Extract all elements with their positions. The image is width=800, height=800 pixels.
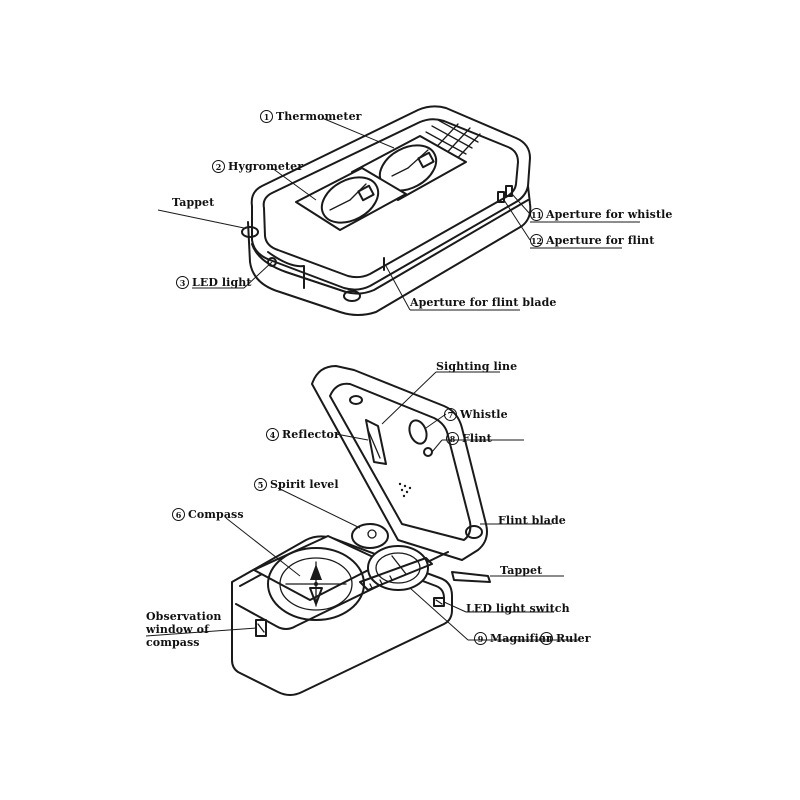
label-text: Spirit level xyxy=(270,478,339,491)
label-text: Tappet xyxy=(172,196,215,209)
tappet-knob xyxy=(241,226,259,238)
callout-number: 9 xyxy=(474,632,487,645)
tappet-lever xyxy=(451,571,491,583)
label-flint: 8 Flint xyxy=(446,432,492,445)
label-text: Thermometer xyxy=(276,110,362,123)
label-text: LED light switch xyxy=(466,602,570,615)
callout-number: 4 xyxy=(266,428,279,441)
ruler-part xyxy=(359,557,433,591)
label-text-line2: window of compass xyxy=(146,623,209,649)
label-text: Aperture for flint blade xyxy=(410,296,557,309)
label-magnifier: 9 Magnifier xyxy=(474,632,552,645)
label-aperture-flint-blade: Aperture for flint blade xyxy=(410,296,557,309)
callout-number: 12 xyxy=(530,234,543,247)
label-text: Sighting line xyxy=(436,360,518,373)
callout-number: 2 xyxy=(212,160,225,173)
callout-number: 10 xyxy=(540,632,553,645)
sighting-line-mark xyxy=(367,429,381,459)
label-spirit-level: 5 Spirit level xyxy=(254,478,339,491)
label-reflector: 4 Reflector xyxy=(266,428,340,441)
whistle-aperture xyxy=(505,185,513,197)
base-box-bottom-edge xyxy=(235,551,449,630)
label-tappet-bottom: Tappet xyxy=(500,564,542,577)
label-text: Tappet xyxy=(500,564,543,577)
top-leader-lines xyxy=(157,117,640,311)
callout-number: 6 xyxy=(172,508,185,521)
reflector-slot xyxy=(365,419,387,465)
label-text: Flint xyxy=(462,432,492,445)
top-device-hinge xyxy=(343,290,361,302)
label-text-line1: Observation xyxy=(146,610,222,623)
label-text: Hygrometer xyxy=(228,160,304,173)
lid-hinge-top xyxy=(349,395,363,405)
label-text: Reflector xyxy=(282,428,340,441)
label-text: Aperture for flint xyxy=(546,234,655,247)
label-whistle: 7 Whistle xyxy=(444,408,508,421)
speaker-dots xyxy=(398,482,412,498)
spirit-level-part xyxy=(351,523,389,549)
top-device xyxy=(157,105,640,316)
hygrometer-dial xyxy=(295,167,407,231)
label-hygrometer: 2 Hygrometer xyxy=(212,160,303,173)
top-device-bottom-shell xyxy=(247,185,532,316)
open-lid xyxy=(311,365,488,561)
label-led-light-switch: LED light switch xyxy=(466,602,570,615)
label-sighting-line: Sighting line xyxy=(436,360,517,373)
label-text: Magnifier xyxy=(490,632,552,645)
callout-number: 11 xyxy=(530,208,543,221)
callout-number: 7 xyxy=(444,408,457,421)
callout-number: 8 xyxy=(446,432,459,445)
bottom-device xyxy=(145,365,580,696)
label-text: Whistle xyxy=(460,408,508,421)
label-observation-window: Observation window of compass xyxy=(146,610,256,649)
label-text: Aperture for whistle xyxy=(546,208,673,221)
led-light-lens xyxy=(267,257,277,267)
callout-number: 5 xyxy=(254,478,267,491)
label-text: Compass xyxy=(188,508,244,521)
label-led-light: 3 LED light xyxy=(176,276,252,289)
whistle-part xyxy=(408,419,428,445)
flint-aperture xyxy=(497,191,505,203)
label-flint-blade: Flint blade xyxy=(498,514,566,527)
callout-number: 3 xyxy=(176,276,189,289)
compass-part xyxy=(253,535,385,621)
top-device-lid-inner xyxy=(262,118,519,279)
flint-blade-part xyxy=(465,525,483,539)
callout-number: 1 xyxy=(260,110,273,123)
label-aperture-whistle: 11 Aperture for whistle xyxy=(530,208,673,221)
top-device-band xyxy=(267,251,305,289)
label-ruler: 10 Ruler xyxy=(540,632,591,645)
label-text: Ruler xyxy=(556,632,591,645)
label-compass: 6 Compass xyxy=(172,508,244,521)
label-tappet-top: Tappet xyxy=(172,196,214,209)
label-text: LED light xyxy=(192,276,252,289)
observation-window-part xyxy=(255,619,267,637)
label-thermometer: 1 Thermometer xyxy=(260,110,362,123)
label-aperture-flint: 12 Aperture for flint xyxy=(530,234,654,247)
label-text: Flint blade xyxy=(498,514,566,527)
